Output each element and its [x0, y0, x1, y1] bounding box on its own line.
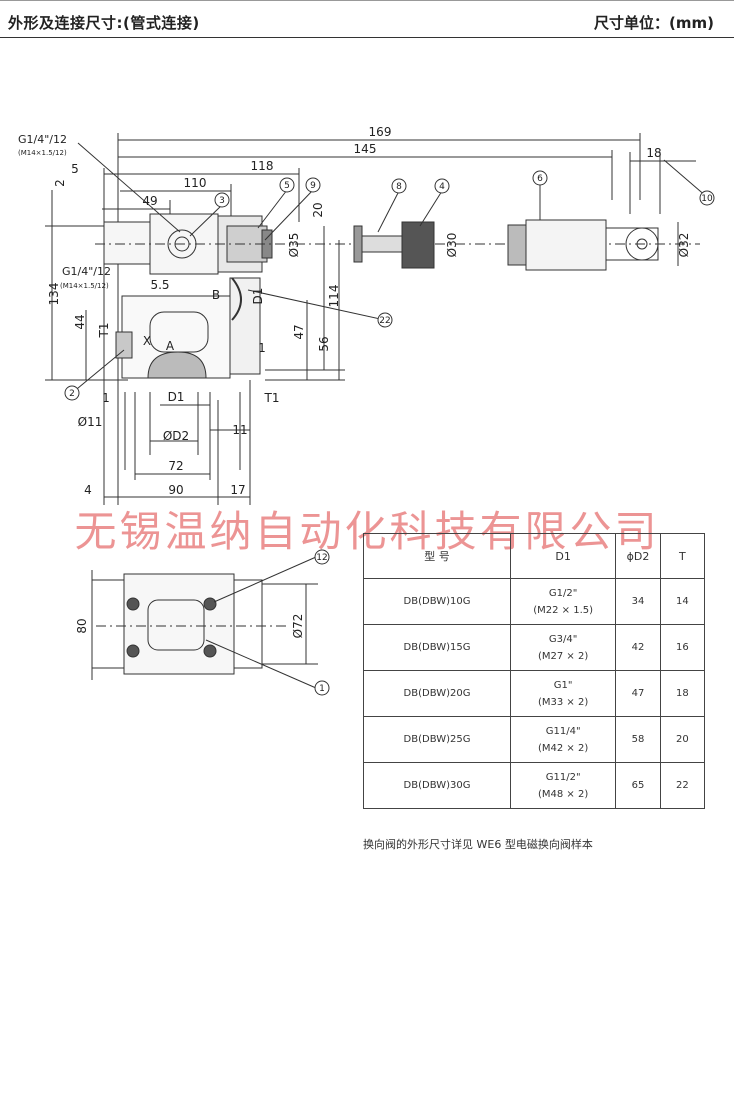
dim-phid2: ØD2 — [163, 429, 189, 443]
cell-t: 18 — [659, 670, 706, 717]
callout-4: 4 — [439, 182, 445, 192]
thread-label-2-metric: (M14×1.5/12) — [60, 282, 109, 290]
dim-5: 5 — [71, 162, 79, 176]
dim-2: 2 — [53, 179, 67, 187]
table-row: DB(DBW)25G G11/4"(M42 × 2) 58 20 — [362, 716, 706, 763]
dim-110: 110 — [184, 176, 207, 190]
dim-phi30: Ø30 — [445, 233, 459, 258]
dim-phi11: Ø11 — [78, 415, 103, 429]
dim-t1-vertical: T1 — [97, 323, 111, 339]
dim-134: 134 — [47, 283, 61, 306]
table-row: DB(DBW)30G G11/2"(M48 × 2) 65 22 — [362, 762, 706, 809]
callout-9: 9 — [310, 181, 316, 191]
dim-d1: D1 — [168, 390, 185, 404]
cell-t: 22 — [659, 762, 706, 809]
callout-6: 6 — [537, 174, 543, 184]
dim-145: 145 — [354, 142, 377, 156]
cell-d1: G11/4"(M42 × 2) — [510, 716, 617, 763]
dim-d1-vertical: D1 — [251, 288, 265, 305]
dim-phi72-top: Ø72 — [291, 614, 305, 639]
unit-label: 尺寸单位：(mm) — [594, 14, 714, 32]
dim-17: 17 — [230, 483, 245, 497]
callout-2: 2 — [69, 389, 75, 399]
label-b: B — [212, 288, 220, 302]
dim-56: 56 — [317, 336, 331, 351]
dim-20: 20 — [311, 202, 325, 217]
cell-model: DB(DBW)15G — [362, 624, 512, 671]
cell-t: 20 — [659, 716, 706, 763]
cell-d1: G1"(M33 × 2) — [510, 670, 617, 717]
dim-phi32: Ø32 — [677, 233, 691, 258]
cell-model: DB(DBW)25G — [362, 716, 512, 763]
cell-model: DB(DBW)30G — [362, 762, 512, 809]
dim-80-top: 80 — [75, 618, 89, 633]
dim-18: 18 — [646, 146, 661, 160]
dim-90: 90 — [168, 483, 183, 497]
table-row: DB(DBW)10G G1/2"(M22 × 1.5) 34 14 — [362, 578, 706, 625]
callout-1-top: 1 — [319, 684, 325, 694]
dim-1-left: 1 — [102, 391, 110, 405]
callout-5: 5 — [284, 181, 290, 191]
dim-47: 47 — [292, 324, 306, 339]
cell-t: 16 — [659, 624, 706, 671]
cell-d1: G11/2"(M48 × 2) — [510, 762, 617, 809]
cell-d1: G1/2"(M22 × 1.5) — [510, 578, 617, 625]
dim-49: 49 — [142, 194, 157, 208]
table-row: DB(DBW)20G G1"(M33 × 2) 47 18 — [362, 670, 706, 717]
dim-44: 44 — [73, 314, 87, 329]
table-row: DB(DBW)15G G3/4"(M27 × 2) 42 16 — [362, 624, 706, 671]
spec-table: 型 号 D1 ϕD2 T DB(DBW)10G G1/2"(M22 × 1.5)… — [362, 533, 706, 809]
cell-d2: 34 — [615, 578, 661, 625]
page-title: 外形及连接尺寸:(管式连接) — [8, 14, 200, 32]
dim-5-5: 5.5 — [150, 278, 169, 292]
col-header-d2: ϕD2 — [615, 533, 661, 579]
label-a: A — [166, 339, 175, 353]
dim-118: 118 — [251, 159, 274, 173]
cell-d2: 65 — [615, 762, 661, 809]
cell-d2: 58 — [615, 716, 661, 763]
dim-phi35: Ø35 — [287, 233, 301, 258]
dim-11: 11 — [232, 423, 247, 437]
dim-114: 114 — [327, 285, 341, 308]
technical-drawing: 3 5 9 8 4 6 10 22 2 1 2 1 169 145 118 110… — [18, 125, 715, 505]
thread-label-1-metric: (M14×1.5/12) — [18, 149, 67, 157]
dim-4: 4 — [84, 483, 92, 497]
cell-d2: 47 — [615, 670, 661, 717]
col-header-model: 型 号 — [362, 533, 512, 579]
table-header-row: 型 号 D1 ϕD2 T — [362, 533, 706, 579]
thread-label-1: G1/4"/12 — [18, 133, 67, 146]
col-header-t: T — [659, 533, 706, 579]
callout-12-top: 12 — [316, 553, 327, 563]
cell-model: DB(DBW)10G — [362, 578, 512, 625]
cell-model: DB(DBW)20G — [362, 670, 512, 717]
thread-label-2: G1/4"/12 — [62, 265, 111, 278]
label-x: X — [143, 334, 151, 348]
cell-d1: G3/4"(M27 × 2) — [510, 624, 617, 671]
col-header-d1: D1 — [510, 533, 617, 579]
callout-3: 3 — [219, 196, 225, 206]
dim-72: 72 — [168, 459, 183, 473]
footnote: 换向阀的外形尺寸详见 WE6 型电磁换向阀样本 — [363, 838, 593, 851]
top-view-drawing: 12 1 80 Ø72 — [75, 549, 330, 696]
callout-10: 10 — [701, 194, 713, 204]
cell-d2: 42 — [615, 624, 661, 671]
callout-8: 8 — [396, 182, 402, 192]
header-bar: 外形及连接尺寸:(管式连接) 尺寸单位：(mm) — [0, 0, 734, 38]
dim-169: 169 — [369, 125, 392, 139]
cell-t: 14 — [659, 578, 706, 625]
dim-1-right: 1 — [258, 341, 266, 355]
callout-22: 22 — [379, 316, 390, 326]
dim-t1: T1 — [264, 391, 280, 405]
